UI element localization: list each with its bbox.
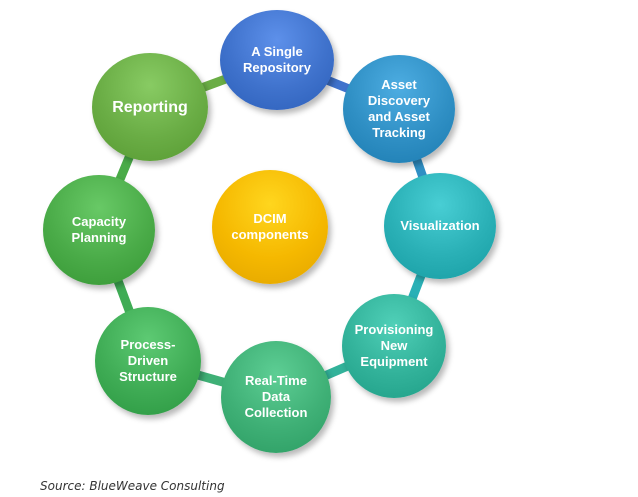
node-visualization: Visualization [384, 173, 496, 279]
node-label: Provisioning New Equipment [354, 322, 434, 369]
node-asset-discovery: Asset Discovery and Asset Tracking [343, 55, 455, 163]
node-reporting: Reporting [92, 53, 208, 161]
node-label: A Single Repository [243, 44, 311, 75]
center-label: DCIM components [231, 211, 309, 242]
node-provisioning: Provisioning New Equipment [342, 294, 446, 398]
node-single-repository: A Single Repository [220, 10, 334, 110]
node-label: Asset Discovery and Asset Tracking [367, 77, 431, 140]
node-label: Process-Driven Structure [119, 337, 177, 384]
node-label: Real-Time Data Collection [244, 373, 308, 420]
source-caption: Source: BlueWeave Consulting [40, 479, 225, 493]
node-label: Visualization [400, 218, 480, 233]
center-node: DCIM components [212, 170, 328, 284]
node-real-time-data: Real-Time Data Collection [221, 341, 331, 453]
node-label: Capacity Planning [71, 214, 127, 245]
node-label: Reporting [112, 98, 188, 116]
node-capacity-planning: Capacity Planning [43, 175, 155, 285]
node-process-driven: Process-Driven Structure [95, 307, 201, 415]
